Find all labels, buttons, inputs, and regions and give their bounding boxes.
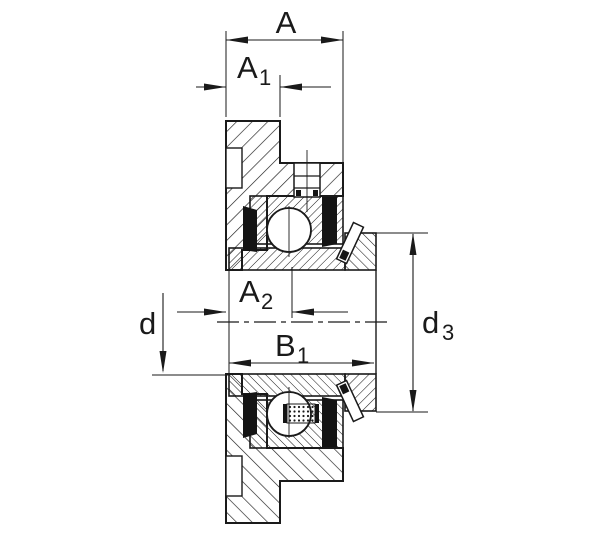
arrowhead — [409, 233, 417, 255]
dim-A: A — [226, 5, 343, 44]
dim-B1: B 1 — [229, 328, 374, 368]
dim-A1-label: A — [237, 50, 258, 85]
arrowhead — [352, 359, 374, 367]
arrowhead — [226, 36, 248, 44]
cage-stipple — [283, 403, 319, 424]
arrowhead — [280, 83, 302, 91]
dim-d3: d 3 — [409, 233, 454, 412]
dim-d3-label: d — [422, 305, 439, 340]
arrowhead — [321, 36, 343, 44]
arrowhead — [292, 308, 314, 316]
bottom-half — [225, 373, 377, 524]
dim-B1-sub: 1 — [297, 343, 309, 368]
arrowhead — [409, 390, 417, 412]
arrowhead — [204, 83, 226, 91]
dim-A-label: A — [276, 5, 297, 40]
arrowhead — [159, 351, 167, 373]
dim-A2: A 2 — [177, 274, 348, 316]
dim-A2-sub: 2 — [261, 289, 273, 314]
dim-B1-label: B — [275, 328, 296, 363]
grease-fitting-channel — [293, 150, 321, 212]
dim-A2-label: A — [239, 274, 260, 309]
dim-A1-sub: 1 — [259, 65, 271, 90]
arrowhead — [229, 359, 251, 367]
extension-lines — [152, 31, 428, 413]
dim-d-label: d — [139, 306, 156, 341]
dim-A1: A 1 — [196, 50, 331, 91]
dim-d: d — [139, 293, 167, 373]
dim-d3-sub: 3 — [442, 320, 454, 345]
arrowhead — [204, 308, 226, 316]
